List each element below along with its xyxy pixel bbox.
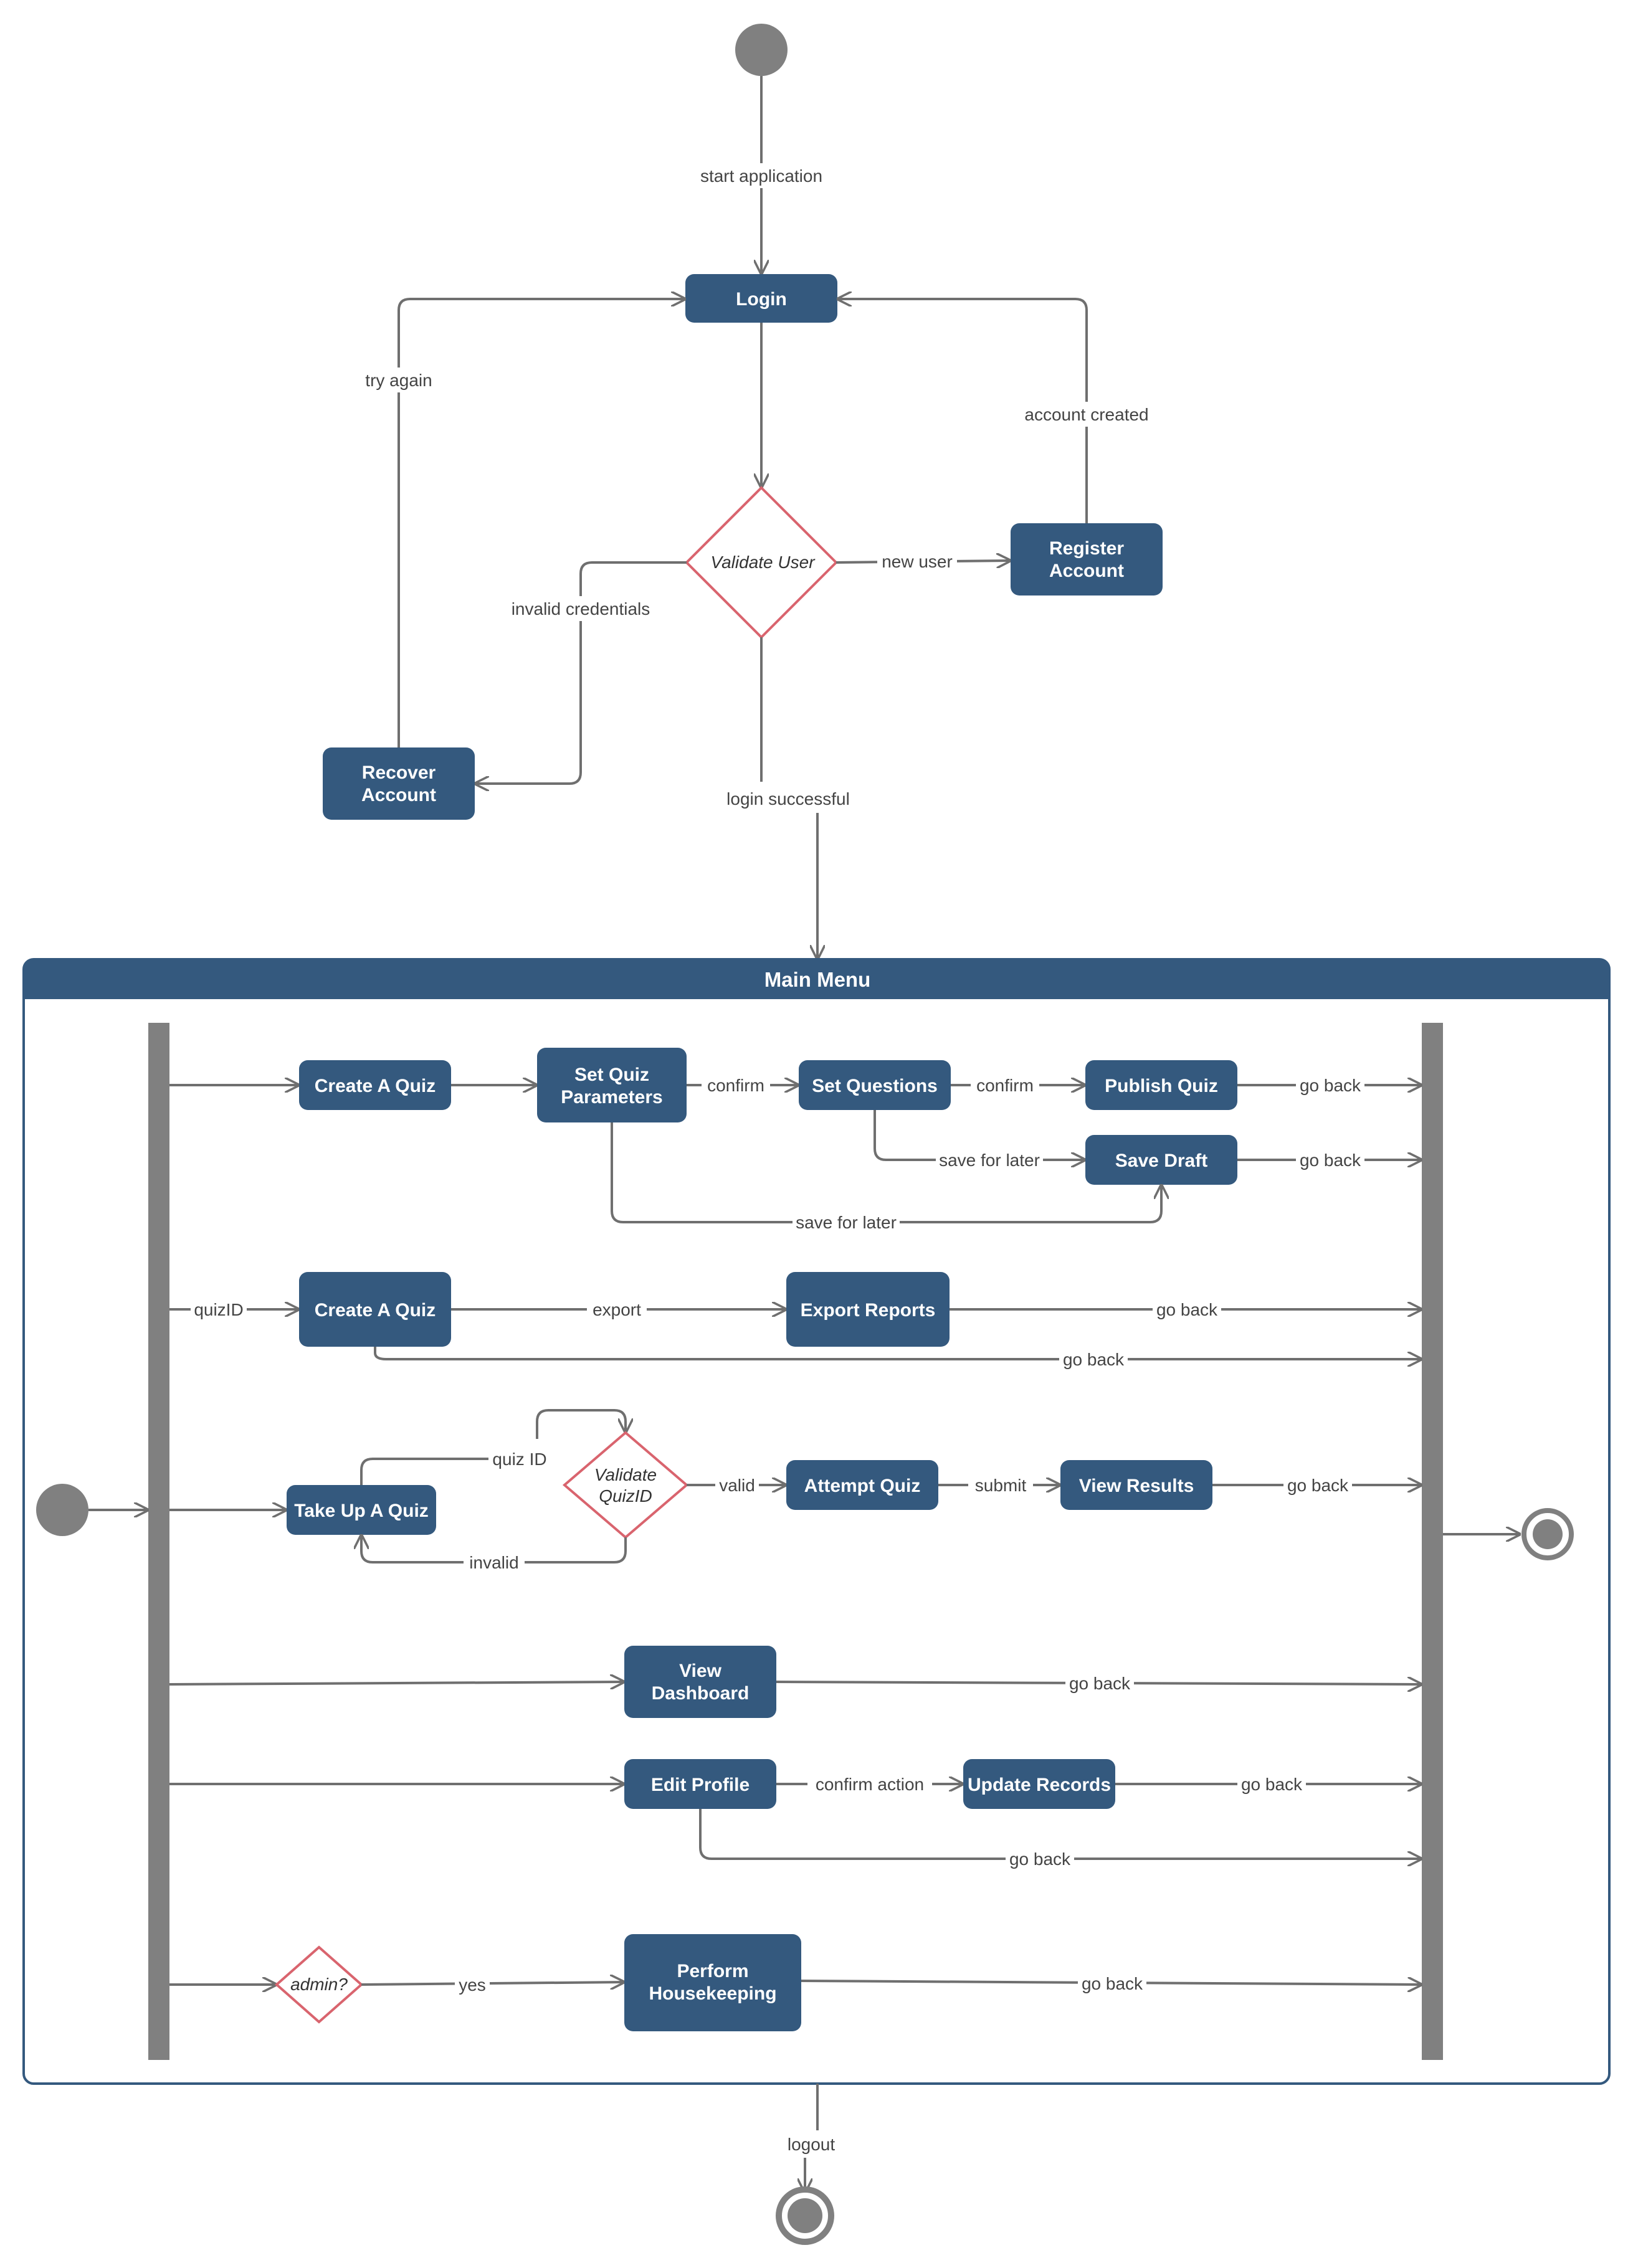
edge-label-go-back-draft: go back: [1300, 1151, 1361, 1170]
edge-label-submit: submit: [975, 1476, 1027, 1495]
set-questions-node: Set Questions: [799, 1060, 951, 1110]
view-results-label: View Results: [1079, 1476, 1194, 1496]
edge-profile-join: [699, 1809, 1422, 1859]
update-records-label: Update Records: [968, 1775, 1111, 1795]
take-up-quiz-label: Take Up A Quiz: [294, 1501, 429, 1521]
edge-label-new-user: new user: [882, 552, 953, 571]
recover-account-label-1: Recover: [362, 762, 436, 783]
attempt-quiz-node: Attempt Quiz: [786, 1460, 938, 1510]
perform-housekeeping-node: Perform Housekeeping: [624, 1934, 801, 2031]
create-quiz-2-label: Create A Quiz: [315, 1300, 436, 1321]
publish-quiz-node: Publish Quiz: [1085, 1060, 1237, 1110]
admin-decision: admin?: [274, 1945, 364, 2024]
edge-invalid-credentials: [475, 561, 687, 784]
edge-label-confirm-1: confirm: [707, 1076, 764, 1095]
edge-label-go-back-create2: go back: [1063, 1350, 1125, 1369]
set-quiz-parameters-label-1: Set Quiz: [574, 1065, 649, 1085]
main-menu-title: Main Menu: [764, 968, 871, 991]
set-quiz-parameters-node: Set Quiz Parameters: [537, 1048, 687, 1122]
inner-final-node: [1521, 1508, 1574, 1560]
register-account-node: Register Account: [1011, 523, 1163, 595]
edge-label-go-back-dashboard: go back: [1069, 1674, 1131, 1693]
edge-label-export: export: [593, 1300, 641, 1319]
edge-label-save-for-later-1: save for later: [939, 1151, 1040, 1170]
final-node: [776, 2186, 834, 2245]
edge-questions-draft: [874, 1110, 1085, 1160]
main-menu-container: Main Menu: [22, 958, 1611, 2085]
edge-label-go-back-records: go back: [1241, 1775, 1303, 1794]
edge-label-quiz-ID: quiz ID: [492, 1450, 546, 1469]
edge-quiz-id: [360, 1458, 525, 1485]
edge-label-go-back-export: go back: [1156, 1300, 1218, 1319]
recover-account-node: Recover Account: [323, 747, 475, 820]
save-draft-label: Save Draft: [1115, 1151, 1207, 1171]
edit-profile-label: Edit Profile: [651, 1775, 750, 1795]
export-reports-node: Export Reports: [786, 1272, 950, 1347]
edge-quiz-id-2: [536, 1409, 626, 1439]
perform-housekeeping-label-2: Housekeeping: [649, 1983, 776, 2004]
save-draft-node: Save Draft: [1085, 1135, 1237, 1185]
edge-yes: [361, 1982, 624, 1985]
create-quiz-node-2: Create A Quiz: [299, 1272, 451, 1347]
edge-label-yes: yes: [459, 1975, 486, 1995]
validate-user-decision: Validate User: [685, 486, 838, 639]
edge-label-try-again: try again: [365, 371, 432, 390]
edge-label-go-back-profile: go back: [1009, 1849, 1071, 1869]
register-account-label-1: Register: [1049, 538, 1124, 559]
fork-bar: [148, 1023, 169, 2060]
inner-initial-node: [36, 1484, 88, 1536]
take-up-quiz-node: Take Up A Quiz: [287, 1485, 436, 1535]
edge-label-confirm-2: confirm: [976, 1076, 1034, 1095]
create-quiz-node-1: Create A Quiz: [299, 1060, 451, 1110]
edge-label-login-successful: login successful: [726, 789, 850, 809]
edge-account-created: [837, 299, 1088, 523]
edge-label-invalid-credentials: invalid credentials: [512, 599, 650, 619]
export-reports-label: Export Reports: [801, 1300, 936, 1321]
view-dashboard-node: View Dashboard: [624, 1646, 776, 1718]
validate-user-label: Validate User: [710, 553, 816, 572]
set-questions-label: Set Questions: [812, 1076, 938, 1096]
edge-label-quizID: quizID: [194, 1300, 243, 1319]
login-node: Login: [685, 274, 837, 323]
view-dashboard-label-2: Dashboard: [652, 1683, 750, 1704]
publish-quiz-label: Publish Quiz: [1105, 1076, 1218, 1096]
create-quiz-1-label: Create A Quiz: [315, 1076, 436, 1096]
edge-fork-dashboard: [169, 1682, 624, 1684]
validate-quizid-label-1: Validate: [594, 1465, 657, 1484]
edge-label-start-application: start application: [700, 166, 822, 186]
view-dashboard-label-1: View: [679, 1661, 721, 1681]
update-records-node: Update Records: [963, 1759, 1115, 1809]
perform-housekeeping-label-1: Perform: [677, 1961, 748, 1981]
edge-label-go-back-publish: go back: [1300, 1076, 1361, 1095]
login-label: Login: [736, 289, 787, 310]
edge-label-confirm-action: confirm action: [816, 1775, 924, 1794]
edge-label-go-back-housekeeping: go back: [1082, 1974, 1143, 1993]
edge-label-logout: logout: [788, 2135, 836, 2154]
edit-profile-node: Edit Profile: [624, 1759, 776, 1809]
attempt-quiz-label: Attempt Quiz: [804, 1476, 921, 1496]
initial-node: [735, 24, 788, 76]
edge-label-save-for-later-2: save for later: [796, 1213, 897, 1232]
edge-label-valid: valid: [719, 1476, 755, 1495]
edge-label-invalid: invalid: [469, 1553, 518, 1572]
edge-label-account-created: account created: [1024, 405, 1148, 424]
edge-label-go-back-results: go back: [1287, 1476, 1349, 1495]
set-quiz-parameters-label-2: Parameters: [561, 1087, 662, 1108]
recover-account-label-2: Account: [361, 785, 436, 805]
edge-create2-join: [374, 1347, 1422, 1359]
admin-decision-label: admin?: [290, 1975, 348, 1994]
edge-try-again: [398, 299, 685, 747]
validate-quizid-label-2: QuizID: [599, 1486, 652, 1506]
join-bar: [1422, 1023, 1443, 2060]
view-results-node: View Results: [1060, 1460, 1212, 1510]
validate-quizid-decision: Validate QuizID: [562, 1431, 689, 1539]
register-account-label-2: Account: [1049, 561, 1124, 581]
